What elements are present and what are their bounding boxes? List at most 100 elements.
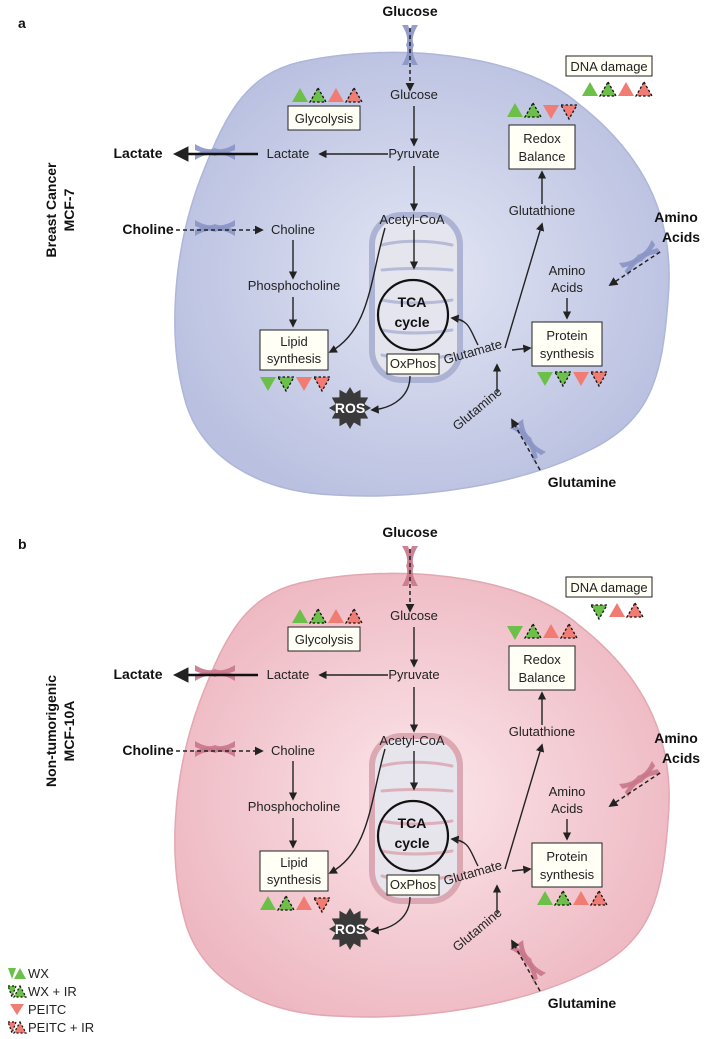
marker-triangle-up-green bbox=[537, 891, 553, 905]
marker-triangle-up-green bbox=[260, 896, 276, 910]
arrow-acetylcoa-lipid bbox=[328, 227, 386, 353]
glutathione-label: Glutathione bbox=[509, 203, 576, 218]
arrow-glutamate-glutathione bbox=[504, 743, 545, 870]
marker-triangle-up-green-dashed bbox=[523, 622, 543, 639]
phosphocholine-label: Phosphocholine bbox=[248, 799, 341, 814]
legend-entry: WX bbox=[8, 966, 49, 981]
amino-acids-external-2: Acids bbox=[662, 229, 700, 245]
amino-acids-label-1: Amino bbox=[549, 784, 586, 799]
redox-balance-box bbox=[508, 124, 576, 170]
pyruvate-label: Pyruvate bbox=[388, 146, 439, 161]
pyruvate-label: Pyruvate bbox=[388, 667, 439, 682]
marker-triangle-down-red bbox=[543, 105, 559, 119]
arrow-amino-in bbox=[608, 772, 661, 807]
marker-triangle-up-red bbox=[609, 603, 625, 617]
lactate-label: Lactate bbox=[267, 667, 310, 682]
arrow-amino-in bbox=[608, 251, 661, 286]
amino-acids-label-2: Acids bbox=[551, 801, 583, 816]
lipid-synthesis-box bbox=[259, 850, 329, 892]
choline-external: Choline bbox=[122, 221, 174, 237]
marker-triangle-up-green-dashed bbox=[276, 894, 296, 911]
glycolysis-label: Glycolysis bbox=[295, 111, 354, 126]
oxphos-box bbox=[386, 353, 440, 375]
amino-acids-external-1: Amino bbox=[654, 730, 698, 746]
arrow-glutamine-in bbox=[511, 418, 541, 471]
choline-transporter bbox=[195, 220, 235, 236]
legend-label: WX bbox=[28, 966, 49, 981]
glucose-external: Glucose bbox=[382, 3, 437, 19]
marker-triangle-up-red-dashed bbox=[625, 601, 645, 618]
dna-damage-label: DNA damage bbox=[570, 59, 647, 74]
tca-cycle-ring bbox=[376, 278, 450, 352]
lipid-label-2: synthesis bbox=[267, 351, 322, 366]
marker-triangle-up-green-dashed bbox=[553, 889, 573, 906]
choline-label: Choline bbox=[271, 743, 315, 758]
cell-line-name: Breast Cancer bbox=[43, 162, 59, 257]
arrow-glutamine-in bbox=[511, 939, 541, 992]
cell-line-code: MCF-7 bbox=[61, 188, 77, 231]
lipid-label-2: synthesis bbox=[267, 872, 322, 887]
cycle-label: cycle bbox=[394, 835, 429, 851]
marker-triangle-down-green bbox=[537, 372, 553, 386]
marker-triangle-up-red-dashed bbox=[559, 622, 579, 639]
legend-label: PEITC + IR bbox=[28, 1020, 94, 1035]
marker-triangle-down-green-dashed bbox=[589, 604, 609, 621]
acetyl-coa-label: Acetyl-CoA bbox=[379, 733, 444, 748]
marker-triangle-up-red bbox=[328, 609, 344, 623]
ros-starburst bbox=[329, 908, 371, 950]
marker-triangle-down-green bbox=[507, 626, 523, 640]
redox-label-2: Balance bbox=[519, 670, 566, 685]
legend-entry: PEITC + IR bbox=[7, 1020, 94, 1035]
marker-triangle-up-green-dashed bbox=[308, 607, 328, 624]
arrow-oxphos-ros bbox=[370, 896, 411, 935]
glucose-label: Glucose bbox=[390, 87, 438, 102]
lactate-external: Lactate bbox=[113, 145, 162, 161]
glucose-transporter bbox=[402, 546, 418, 586]
protein-label-1: Protein bbox=[546, 328, 587, 343]
glutamine-external: Glutamine bbox=[548, 474, 617, 490]
dna-damage-box bbox=[565, 55, 653, 77]
cell-line-name: Non-tumorigenic bbox=[43, 675, 59, 787]
arrow-glutamate-protein bbox=[511, 865, 532, 874]
marker-triangle-down-green-dashed bbox=[276, 376, 296, 393]
panel-letter: a bbox=[18, 15, 26, 31]
amino-acids-label-2: Acids bbox=[551, 280, 583, 295]
choline-transporter bbox=[195, 741, 235, 757]
oxphos-label: OxPhos bbox=[390, 877, 437, 892]
protein-label-2: synthesis bbox=[540, 346, 595, 361]
marker-triangle-up-green bbox=[292, 88, 308, 102]
marker-triangle-down-red bbox=[573, 372, 589, 386]
marker-triangle-up-red bbox=[328, 88, 344, 102]
protein-label-2: synthesis bbox=[540, 867, 595, 882]
legend-entry: PEITC bbox=[10, 1002, 66, 1017]
marker-triangle-up-red bbox=[573, 891, 589, 905]
marker-triangle-up-red-dashed bbox=[344, 607, 364, 624]
marker-triangle-down-green-dashed bbox=[553, 371, 573, 388]
marker-triangle-up-green bbox=[582, 82, 598, 96]
glucose-label: Glucose bbox=[390, 608, 438, 623]
marker-triangle-down-red-dashed bbox=[559, 104, 579, 121]
mitochondrion bbox=[369, 212, 463, 383]
marker-triangle-up-green-dashed bbox=[308, 86, 328, 103]
glucose-external: Glucose bbox=[382, 524, 437, 540]
protein-synthesis-box bbox=[531, 842, 603, 888]
lactate-external: Lactate bbox=[113, 666, 162, 682]
arrow-glutamate-glutathione bbox=[504, 222, 545, 349]
marker-triangle-up-red-dashed bbox=[634, 80, 654, 97]
cell-line-code: MCF-10A bbox=[61, 701, 77, 762]
amino-acids-external-2: Acids bbox=[662, 750, 700, 766]
dna-damage-label: DNA damage bbox=[570, 580, 647, 595]
dna-damage-box bbox=[565, 576, 653, 598]
glucose-transporter bbox=[402, 25, 418, 65]
choline-external: Choline bbox=[122, 742, 174, 758]
glutamine-external: Glutamine bbox=[548, 995, 617, 1011]
glycolysis-box bbox=[287, 105, 361, 131]
arrow-acetylcoa-lipid bbox=[328, 748, 386, 874]
tca-label: TCA bbox=[398, 815, 427, 831]
marker-triangle-down-red bbox=[296, 377, 312, 391]
choline-label: Choline bbox=[271, 222, 315, 237]
